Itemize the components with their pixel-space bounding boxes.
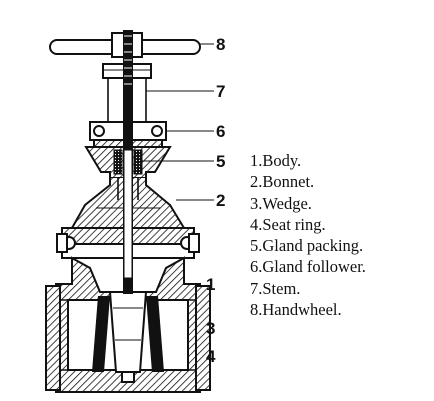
callout-label: 2 (216, 191, 225, 210)
callout-label: 6 (216, 122, 225, 141)
parts-legend: 1.Body. 2.Bonnet. 3.Wedge. 4.Seat ring. … (250, 150, 366, 320)
gland-packing (113, 149, 143, 175)
legend-item: 1.Body. (250, 151, 302, 170)
callout-label: 7 (216, 82, 225, 101)
stem (123, 30, 133, 294)
leader-lines (142, 43, 214, 201)
legend-item: 8.Handwheel. (250, 300, 342, 320)
callout-label: 4 (206, 347, 216, 366)
legend-item: 5.Gland packing. (250, 236, 364, 256)
wedge (108, 291, 148, 383)
callout-label: 8 (216, 35, 225, 54)
legend-item: 2.Bonnet. (250, 172, 315, 192)
callout-numbers: 8 7 6 5 2 1 3 4 (206, 35, 225, 366)
legend-item: 3.Wedge. (250, 193, 312, 213)
callout-label: 3 (206, 319, 215, 338)
callout-label: 5 (216, 152, 225, 171)
legend-item: 4.Seat ring. (250, 214, 326, 234)
legend-item: 7.Stem. (250, 278, 301, 298)
seat-rings (92, 296, 164, 372)
legend-item: 6.Gland follower. (250, 257, 366, 277)
callout-label: 1 (206, 275, 215, 294)
